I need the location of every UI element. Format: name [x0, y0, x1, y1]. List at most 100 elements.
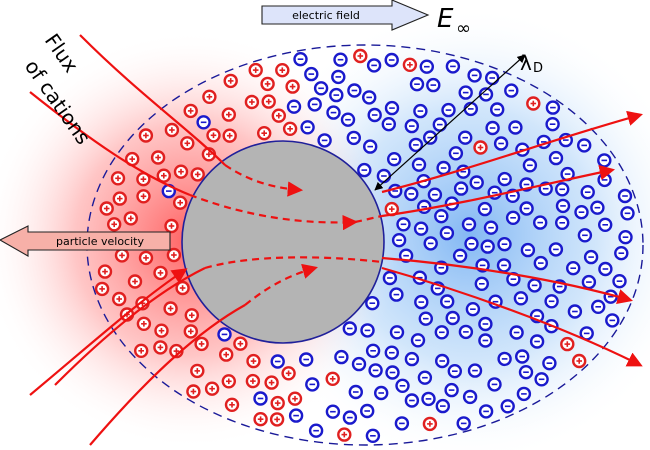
- anion: [456, 416, 471, 431]
- anion: [483, 220, 499, 235]
- cation: [112, 191, 128, 206]
- anion: [529, 334, 545, 349]
- flux-line: [244, 263, 318, 306]
- anion: [326, 105, 341, 120]
- anion: [534, 372, 549, 387]
- anion: [329, 87, 344, 103]
- anion: [346, 130, 361, 146]
- anion: [436, 160, 451, 176]
- cation: [136, 189, 151, 204]
- flux-line: [29, 268, 188, 396]
- anion: [435, 398, 450, 414]
- anion: [404, 118, 419, 134]
- cation: [206, 128, 221, 143]
- cation: [123, 211, 139, 226]
- anion: [414, 294, 429, 310]
- anion: [293, 52, 308, 67]
- anion: [583, 249, 599, 265]
- cation: [99, 201, 114, 216]
- anion: [461, 217, 477, 232]
- anion: [317, 133, 332, 148]
- anion: [333, 52, 348, 67]
- cation: [114, 248, 130, 263]
- anion: [505, 210, 521, 226]
- flux-line: [29, 91, 191, 197]
- flux-line: [204, 256, 383, 270]
- cation: [337, 427, 352, 442]
- cation: [127, 274, 143, 289]
- cation: [224, 397, 240, 412]
- anion: [325, 404, 341, 419]
- anion: [544, 294, 559, 309]
- anion: [396, 217, 411, 232]
- cation: [136, 316, 152, 331]
- anion: [444, 382, 459, 398]
- anion: [413, 221, 429, 236]
- cation: [473, 140, 488, 155]
- anion: [475, 258, 490, 273]
- anion: [440, 294, 455, 309]
- anion: [458, 130, 473, 145]
- anion: [300, 120, 315, 135]
- anion: [421, 391, 436, 407]
- anion: [467, 68, 482, 83]
- cation: [202, 89, 217, 105]
- anion: [462, 389, 478, 405]
- anion: [196, 115, 211, 130]
- anion: [426, 77, 441, 93]
- anion: [365, 296, 380, 311]
- anion: [288, 408, 304, 423]
- anion: [577, 228, 593, 243]
- anion: [360, 403, 375, 419]
- anion: [417, 370, 433, 385]
- anion: [545, 116, 560, 132]
- anion: [618, 229, 633, 245]
- anion: [299, 352, 314, 367]
- anion: [485, 120, 500, 136]
- anion: [394, 416, 410, 431]
- anion: [567, 304, 583, 319]
- cation: [422, 416, 438, 432]
- flux-line: [79, 34, 226, 166]
- anion: [478, 316, 493, 332]
- cation: [275, 62, 290, 78]
- anion: [376, 168, 392, 184]
- right-arrow-icon: [261, 0, 430, 31]
- anion: [434, 325, 449, 340]
- anion: [411, 157, 427, 172]
- anion: [548, 242, 564, 257]
- cation: [133, 343, 149, 358]
- anion: [581, 274, 597, 290]
- anion: [497, 351, 512, 367]
- anion: [555, 198, 571, 214]
- cation: [526, 96, 541, 111]
- flux-line: [381, 256, 633, 305]
- cation: [183, 103, 198, 119]
- cation: [221, 374, 237, 389]
- anion: [516, 386, 532, 402]
- anion: [342, 321, 357, 336]
- anion: [342, 410, 358, 425]
- cation: [245, 373, 261, 389]
- cation: [244, 94, 260, 110]
- anion: [542, 356, 557, 371]
- anion: [385, 365, 400, 380]
- anion: [518, 365, 534, 380]
- cation: [154, 323, 169, 338]
- anion: [598, 217, 613, 233]
- anion: [331, 69, 346, 85]
- anion: [597, 153, 612, 168]
- cation: [218, 347, 234, 362]
- anion: [308, 423, 324, 438]
- cation: [204, 381, 220, 396]
- anion: [598, 261, 613, 277]
- anion: [384, 345, 399, 360]
- flux-line: [381, 266, 643, 367]
- anion: [340, 112, 356, 127]
- debye-length-subscript: D: [533, 61, 543, 76]
- anion: [418, 311, 433, 326]
- anion: [360, 323, 375, 338]
- anion: [432, 117, 447, 132]
- anion: [469, 175, 484, 190]
